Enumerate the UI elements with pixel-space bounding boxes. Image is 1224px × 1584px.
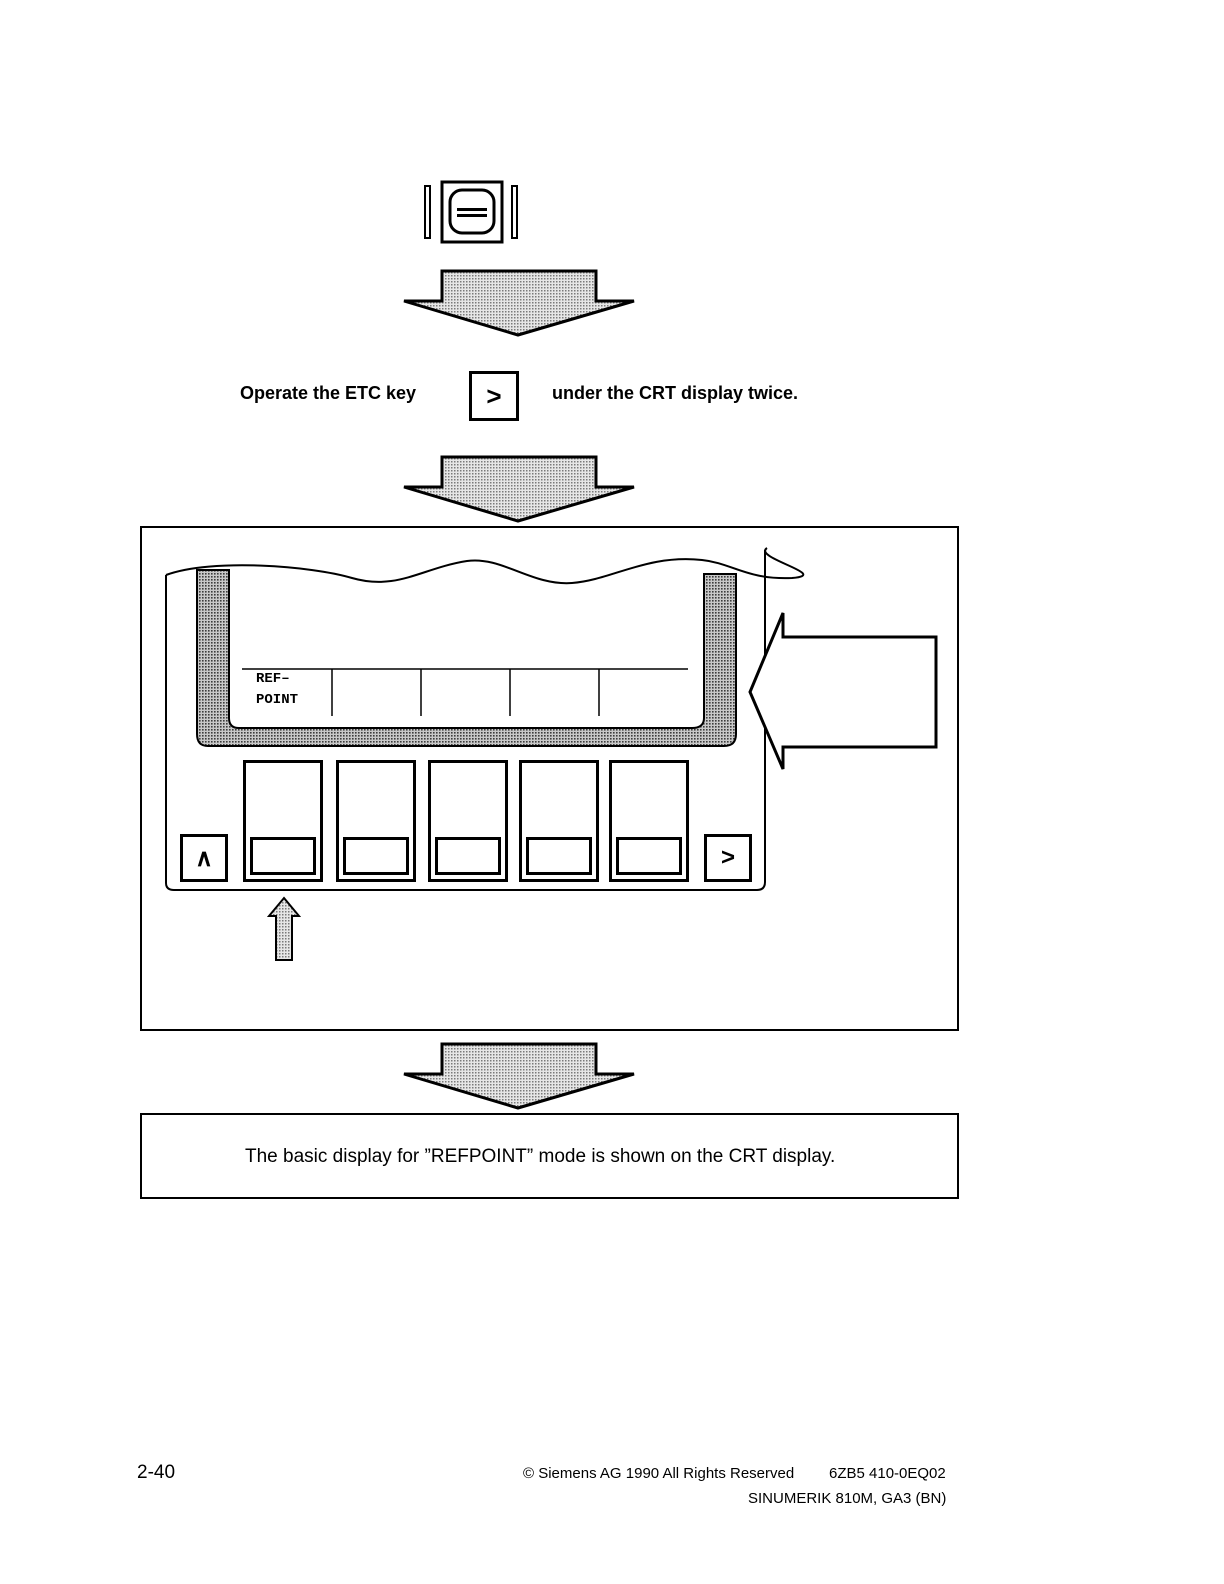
softkey-3-face bbox=[435, 837, 501, 875]
softkey-label-1-line1: REF– bbox=[256, 669, 332, 690]
instruction-text-after: under the CRT display twice. bbox=[552, 383, 798, 404]
softkey-label-1-line2: POINT bbox=[256, 690, 332, 711]
result-box: The basic display for ”REFPOINT” mode is… bbox=[140, 1113, 959, 1199]
softkey-5-face bbox=[616, 837, 682, 875]
softkey-label-1: REF– POINT bbox=[256, 669, 332, 711]
softkey-1-face bbox=[250, 837, 316, 875]
left-arrow-icon bbox=[746, 610, 942, 772]
softkey-2-face bbox=[343, 837, 409, 875]
softkey-3[interactable] bbox=[428, 760, 508, 882]
down-arrow-icon bbox=[400, 1042, 638, 1112]
etc-key-panel-symbol: > bbox=[721, 844, 735, 872]
softkey-4[interactable] bbox=[519, 760, 599, 882]
page-number: 2-40 bbox=[137, 1462, 175, 1484]
etc-key[interactable]: > bbox=[469, 371, 519, 421]
instruction-text-before: Operate the ETC key bbox=[240, 383, 416, 404]
softkey-2[interactable] bbox=[336, 760, 416, 882]
order-number: 6ZB5 410-0EQ02 bbox=[829, 1465, 946, 1482]
recall-key[interactable]: ∧ bbox=[180, 834, 228, 882]
softkey-5[interactable] bbox=[609, 760, 689, 882]
etc-key-symbol: > bbox=[486, 381, 501, 412]
manual-title: SINUMERIK 810M, GA3 (BN) bbox=[748, 1490, 946, 1507]
down-arrow-icon bbox=[400, 455, 638, 525]
softkey-1[interactable] bbox=[243, 760, 323, 882]
softkey-4-face bbox=[526, 837, 592, 875]
crt-illustration-panel: REF– POINT ∧ > bbox=[140, 526, 959, 1031]
etc-key-panel[interactable]: > bbox=[704, 834, 752, 882]
result-text: The basic display for ”REFPOINT” mode is… bbox=[245, 1146, 835, 1168]
crt-monitor-key-icon bbox=[422, 180, 522, 246]
copyright-text: © Siemens AG 1990 All Rights Reserved bbox=[523, 1465, 794, 1482]
down-arrow-icon bbox=[400, 269, 638, 339]
recall-key-symbol: ∧ bbox=[195, 844, 213, 873]
up-arrow-icon bbox=[267, 896, 301, 962]
